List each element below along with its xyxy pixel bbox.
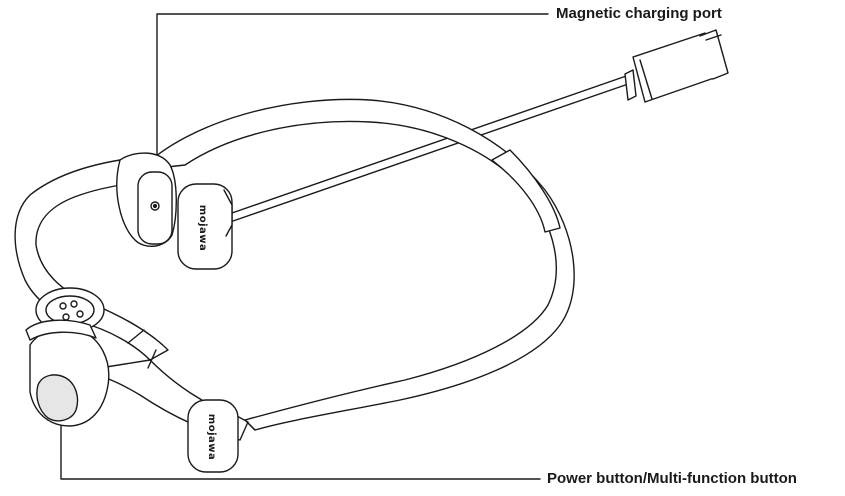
upper-transducer-pod	[116, 152, 177, 247]
brand-text-lower: mojawa	[206, 414, 217, 460]
leader-line-power-button	[60, 425, 541, 480]
charging-connector	[177, 183, 233, 270]
callout-label-charging-port: Magnetic charging port	[556, 5, 722, 22]
callout-label-power-button: Power button/Multi-function button	[547, 470, 797, 487]
lower-brand-pod	[187, 399, 239, 473]
band-accent	[491, 149, 561, 233]
usb-plug	[624, 29, 729, 103]
leader-line-charging-port	[156, 13, 549, 197]
magnetic-charging-port	[150, 201, 160, 211]
brand-text-upper: mojawa	[197, 205, 208, 251]
charging-cable	[231, 73, 635, 222]
power-button	[36, 374, 79, 422]
band-seams	[127, 329, 256, 431]
